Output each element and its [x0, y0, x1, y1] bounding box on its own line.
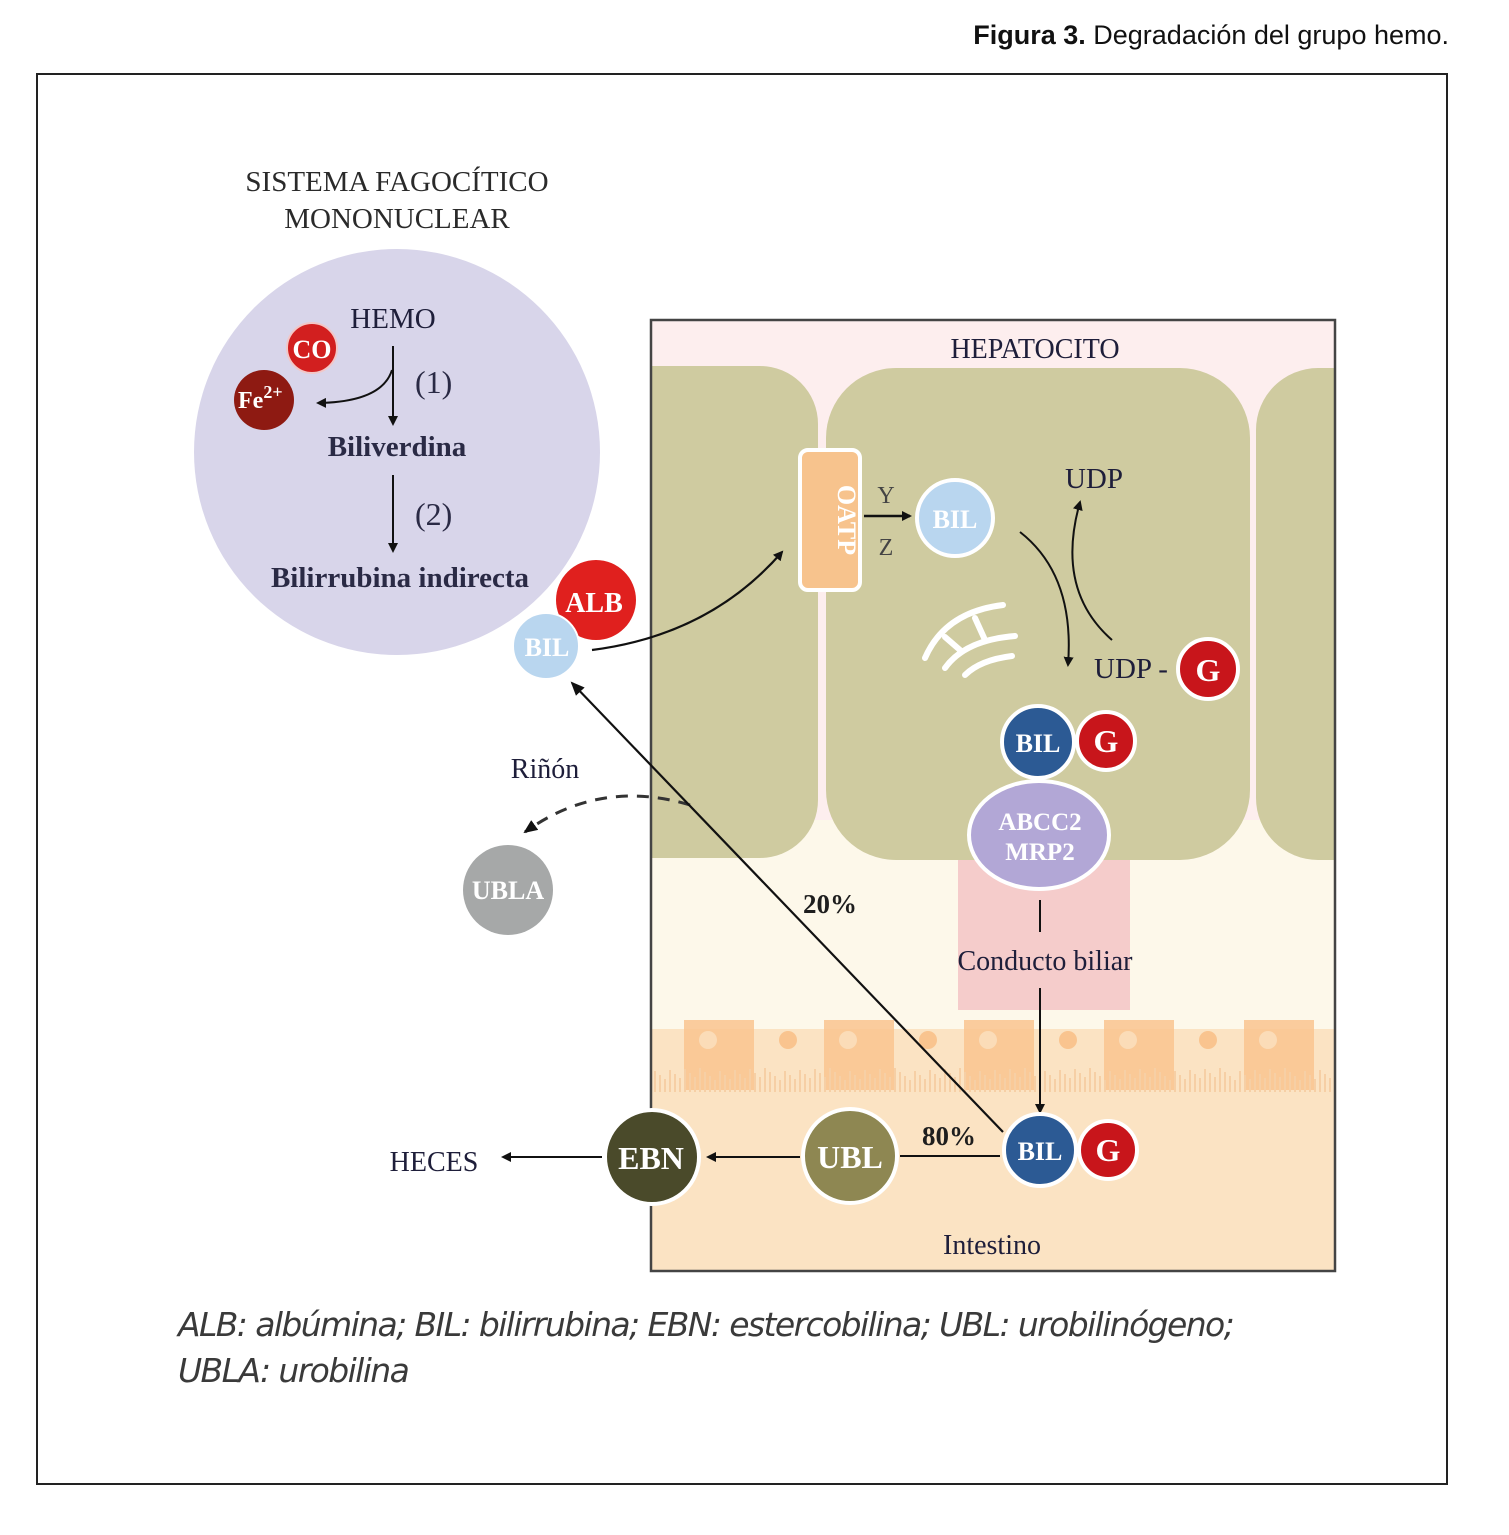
- mps-title-line2: MONONUCLEAR: [284, 203, 510, 235]
- bil-label-hepatocyte: BIL: [933, 505, 978, 534]
- ubla-label: UBLA: [472, 876, 544, 905]
- step-2-label: (2): [415, 496, 452, 532]
- enterocyte-nucleus: [839, 1031, 857, 1049]
- arrow-udpg-to-udp: [1071, 500, 1113, 641]
- figure-label: Figura 3.: [973, 20, 1086, 50]
- ubl-label: UBL: [817, 1139, 883, 1175]
- bilirrubina-indirecta-label: Bilirrubina indirecta: [271, 562, 530, 594]
- bil-label-conjugated: BIL: [1016, 729, 1061, 758]
- goblet-dot: [1199, 1031, 1217, 1049]
- biliverdina-label: Biliverdina: [328, 431, 467, 463]
- mrp2-label: MRP2: [1005, 839, 1074, 866]
- pct-80-label: 80%: [922, 1121, 976, 1151]
- bil-unconjugated-plasma: [512, 612, 580, 680]
- udp-label: UDP: [1065, 463, 1123, 495]
- glucuronide-conjugated: [1075, 710, 1137, 772]
- legend-line-1: ALB: albúmina; BIL: bilirrubina; EBN: es…: [178, 1305, 1235, 1344]
- enterocyte-nucleus: [699, 1031, 717, 1049]
- hemo-label: HEMO: [350, 303, 435, 335]
- arrow-alb-to-oatp: [591, 550, 784, 652]
- y-protein-label: Y: [877, 483, 894, 509]
- ebn-molecule: [603, 1108, 701, 1206]
- ebn-label: EBN: [618, 1140, 684, 1176]
- enterocytes: [654, 1020, 1357, 1092]
- bil-conjugated-intestine: [1002, 1112, 1078, 1188]
- figure-frame: [36, 73, 1448, 1485]
- goblet-dot: [1339, 1031, 1357, 1049]
- arrow-enterohepatic-20pct: [570, 681, 1004, 1133]
- intestino-label: Intestino: [943, 1230, 1041, 1261]
- hepatocito-label: HEPATOCITO: [950, 334, 1119, 365]
- alb-molecule: [556, 560, 636, 640]
- mps-title-line1: SISTEMA FAGOCÍTICO: [245, 165, 548, 198]
- hepatocyte-cell-right: [1256, 368, 1335, 860]
- bil-label-intestine: BIL: [1018, 1137, 1063, 1166]
- glucuronide-udp: [1176, 637, 1240, 701]
- bil-unconjugated-hepatocyte: [915, 478, 995, 558]
- step-1-label: (1): [415, 364, 452, 400]
- abbreviations-legend: ALB: albúmina; BIL: bilirrubina; EBN: es…: [178, 1302, 1328, 1394]
- endoplasmic-reticulum-icon: [922, 602, 1018, 678]
- heces-label: HECES: [390, 1147, 479, 1178]
- fe-ion: [234, 370, 294, 430]
- legend-line-2: UBLA: urobilina: [178, 1351, 410, 1390]
- hepatocyte-frame: [649, 318, 1337, 1273]
- alb-label: ALB: [565, 588, 623, 619]
- z-protein-label: Z: [879, 535, 894, 561]
- udp-g-label: UDP -: [1094, 653, 1168, 685]
- abcc2-label: ABCC2: [998, 809, 1081, 836]
- enterocyte-nucleus: [1119, 1031, 1137, 1049]
- figure-title: Degradación del grupo hemo.: [1085, 20, 1449, 50]
- figure-caption: Figura 3. Degradación del grupo hemo.: [973, 20, 1449, 51]
- goblet-dot: [919, 1031, 937, 1049]
- arrow-to-fe: [316, 369, 393, 408]
- goblet-dot: [779, 1031, 797, 1049]
- enterocyte-nucleus: [979, 1031, 997, 1049]
- enterocyte-nucleus: [1259, 1031, 1277, 1049]
- glucuronide-intestine: [1077, 1119, 1139, 1181]
- arrow-bil-to-conjugation: [1019, 531, 1074, 667]
- pct-20-label: 20%: [803, 889, 857, 919]
- bil-label-plasma: BIL: [525, 633, 570, 662]
- conducto-biliar-label: Conducto biliar: [958, 946, 1134, 977]
- ubl-molecule: [801, 1107, 899, 1205]
- oatp-label: OATP: [832, 485, 861, 555]
- g-label-intestine: G: [1096, 1132, 1121, 1168]
- arrow-to-kidney-dashed: [523, 794, 691, 834]
- abcc2-mrp2-transporter: [967, 779, 1111, 891]
- fe-label: Fe2+: [238, 382, 283, 414]
- rinon-label: Riñón: [511, 754, 579, 785]
- oatp-transporter: [798, 448, 862, 592]
- g-label-udp: G: [1196, 652, 1221, 688]
- ubla-molecule: [463, 845, 553, 935]
- co-label: CO: [293, 335, 332, 364]
- co-molecule: [286, 322, 338, 374]
- bil-conjugated-hepatocyte: [1000, 704, 1076, 780]
- hepatocyte-cell-left: [651, 366, 818, 858]
- g-label-conjugated: G: [1094, 723, 1119, 759]
- goblet-dot: [1059, 1031, 1077, 1049]
